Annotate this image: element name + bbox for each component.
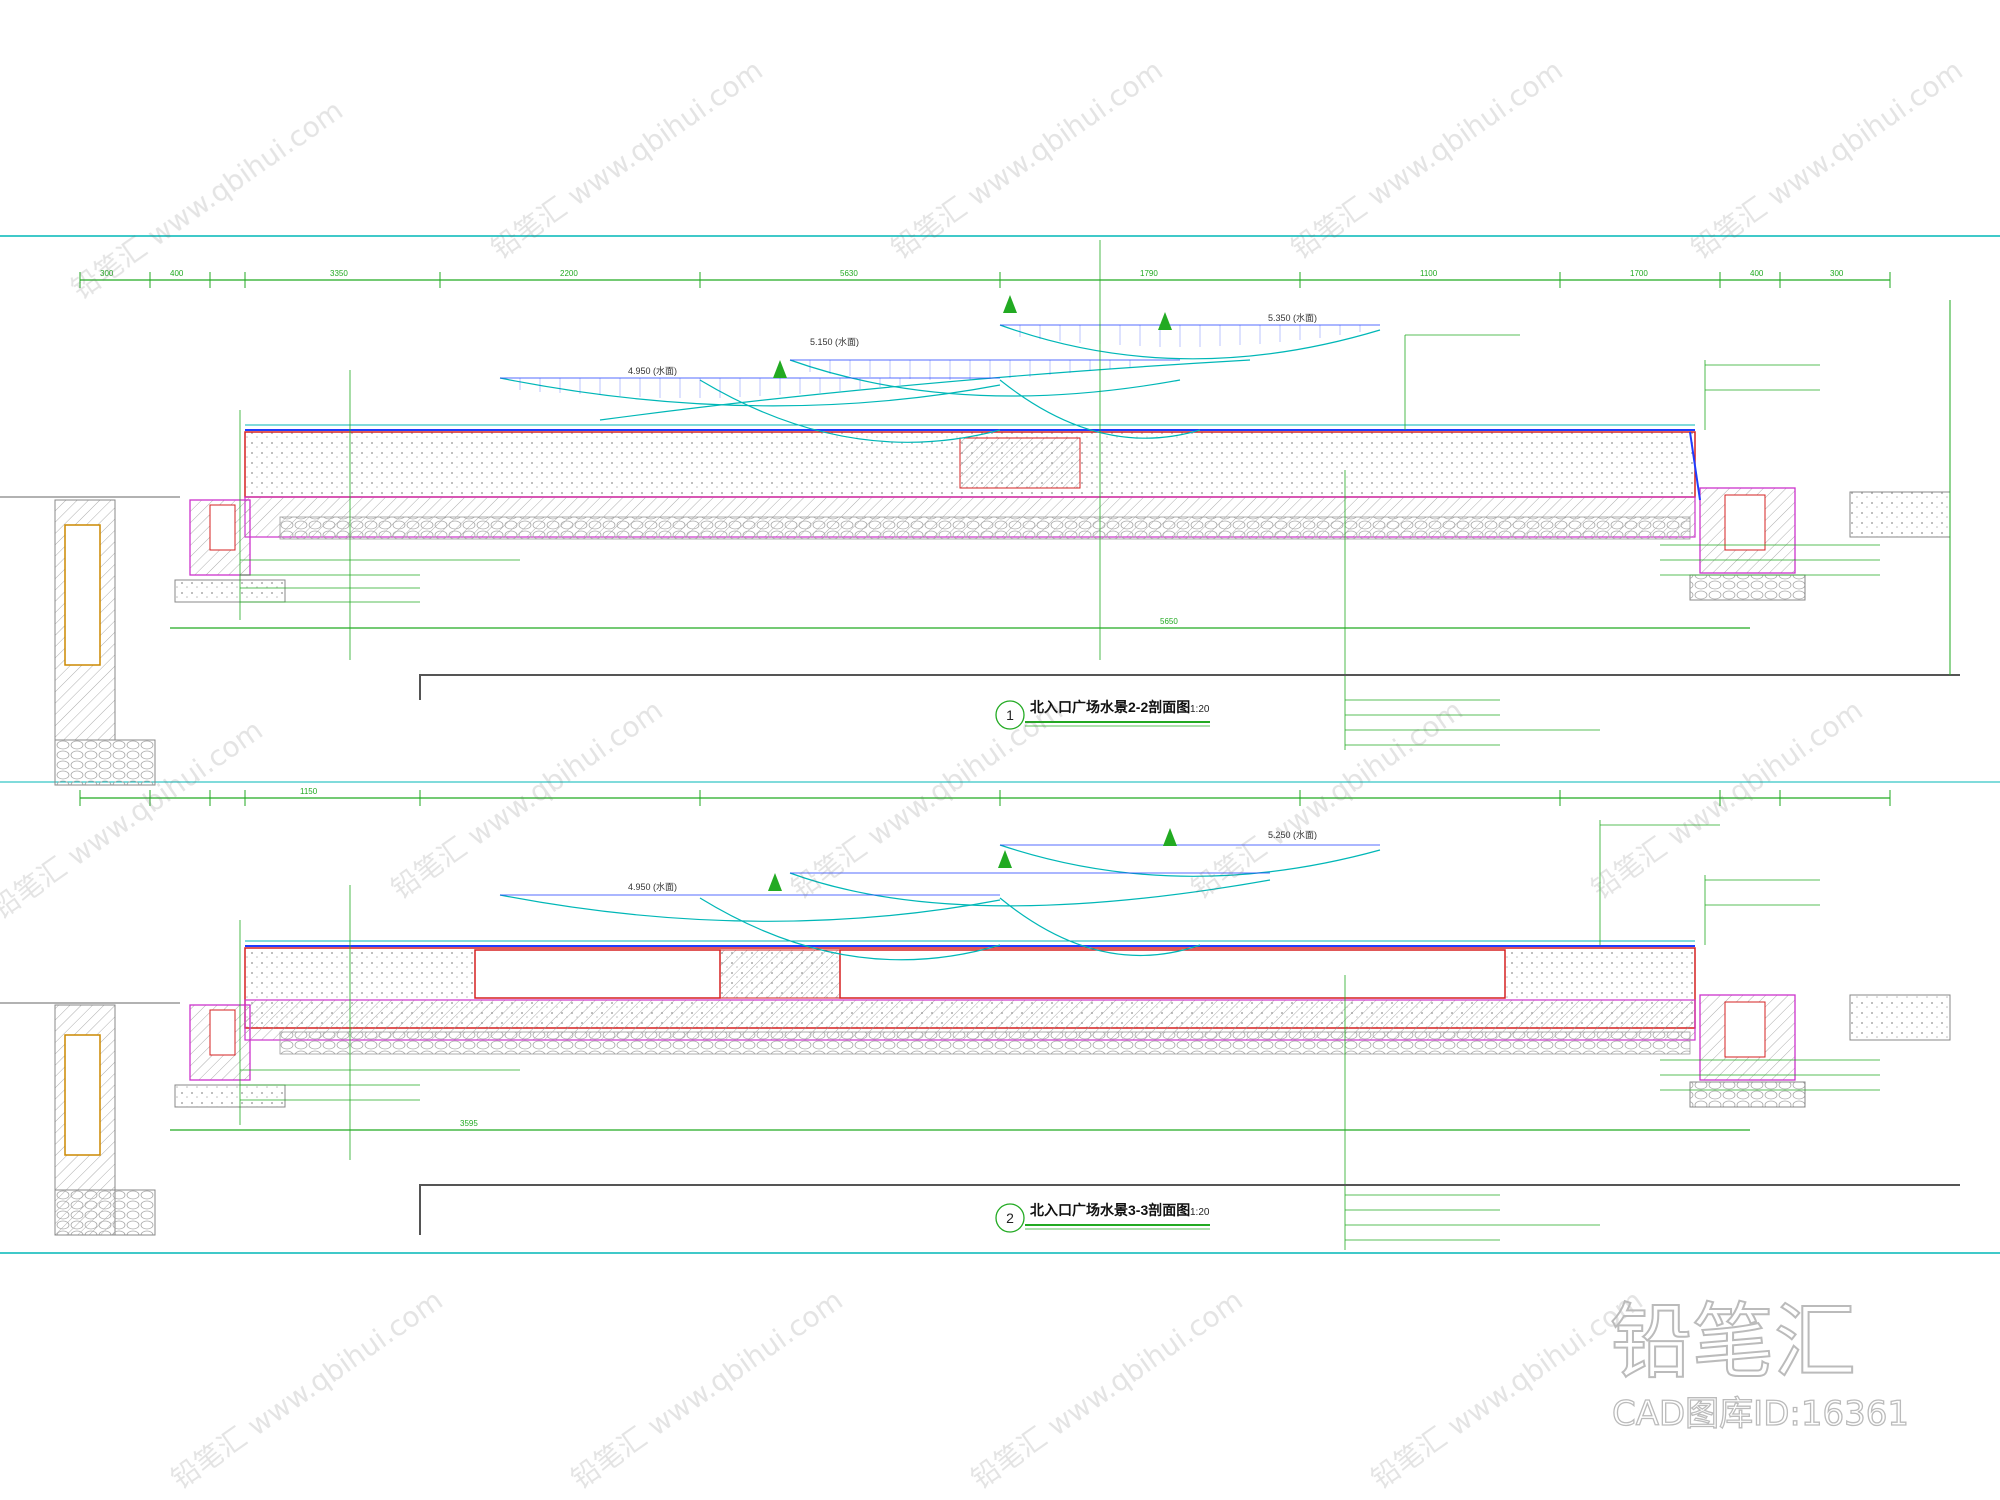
svg-text:300: 300 (100, 269, 114, 278)
section-1-title-block: 1 北入口广场水景2-2剖面图 1:20 (995, 699, 1210, 730)
svg-text:1790: 1790 (1140, 269, 1158, 278)
section-number-2: 2 (1006, 1210, 1014, 1226)
svg-text:铅笔汇 www.qbihui.com: 铅笔汇 www.qbihui.com (385, 693, 669, 905)
svg-text:铅笔汇 www.qbihui.com: 铅笔汇 www.qbihui.com (565, 1283, 849, 1495)
svg-text:400: 400 (1750, 269, 1764, 278)
elevation-label-c: 5.350 (水面) (1268, 312, 1317, 323)
section-scale: 1:20 (1190, 704, 1210, 715)
section-number: 1 (1006, 707, 1014, 723)
svg-text:1100: 1100 (1420, 269, 1438, 278)
svg-text:3350: 3350 (330, 269, 348, 278)
elevation-label-a: 4.950 (水面) (628, 365, 677, 376)
watermark-pattern: 铅笔汇 www.qbihui.com 铅笔汇 www.qbihui.com 铅笔… (0, 53, 1969, 1495)
section-2-drawing: 1150 (0, 787, 1960, 1250)
svg-text:铅笔汇 www.qbihui.com: 铅笔汇 www.qbihui.com (785, 693, 1069, 905)
section-number-circle (995, 700, 1025, 730)
section-scale-2: 1:20 (1190, 1207, 1210, 1218)
section-number-circle-2 (995, 1203, 1025, 1233)
dimension-label-1: 1150 (300, 787, 318, 796)
svg-text:铅笔汇 www.qbihui.com: 铅笔汇 www.qbihui.com (1365, 1283, 1649, 1495)
svg-text:铅笔汇 www.qbihui.com: 铅笔汇 www.qbihui.com (485, 53, 769, 265)
dimension-label-3: 5650 (1160, 617, 1178, 626)
svg-text:1700: 1700 (1630, 269, 1648, 278)
section-title: 北入口广场水景2-2剖面图 (1030, 699, 1190, 715)
svg-text:铅笔汇 www.qbihui.com: 铅笔汇 www.qbihui.com (165, 1283, 449, 1495)
section-title-2: 北入口广场水景3-3剖面图 (1030, 1202, 1190, 1218)
svg-text:铅笔汇 www.qbihui.com: 铅笔汇 www.qbihui.com (965, 1283, 1249, 1495)
elevation-label-b: 5.150 (水面) (810, 336, 859, 347)
brand-id-line: CAD图库ID:16361 (1612, 1394, 1909, 1434)
svg-text:5630: 5630 (840, 269, 858, 278)
section-1-drawing: 300 400 3350 2200 5630 1790 1100 1700 400 300 (0, 240, 1960, 786)
section-2-title-block: 2 北入口广场水景3-3剖面图 1:20 (995, 1202, 1210, 1233)
brand-logo: 铅笔汇 CAD图库ID:16361 (1609, 1294, 1910, 1435)
elevation-label-d: 5.250 (水面) (1268, 829, 1317, 840)
svg-text:铅笔汇 www.qbihui.com: 铅笔汇 www.qbihui.com (1685, 53, 1969, 265)
svg-text:300: 300 (1830, 269, 1844, 278)
elevation-label-a-2: 4.950 (水面) (628, 881, 677, 892)
frame-lines (0, 235, 2000, 1254)
svg-text:铅笔汇 www.qbihui.com: 铅笔汇 www.qbihui.com (1585, 693, 1869, 905)
dimension-label-2: 3595 (460, 1119, 478, 1128)
svg-text:2200: 2200 (560, 269, 578, 278)
brand-name: 铅笔汇 (1610, 1295, 1856, 1390)
svg-text:铅笔汇 www.qbihui.com: 铅笔汇 www.qbihui.com (1185, 693, 1469, 905)
svg-text:铅笔汇 www.qbihui.com: 铅笔汇 www.qbihui.com (885, 53, 1169, 265)
svg-text:铅笔汇 www.qbihui.com: 铅笔汇 www.qbihui.com (65, 93, 349, 305)
svg-text:铅笔汇 www.qbihui.com: 铅笔汇 www.qbihui.com (1285, 53, 1569, 265)
svg-text:400: 400 (170, 269, 184, 278)
